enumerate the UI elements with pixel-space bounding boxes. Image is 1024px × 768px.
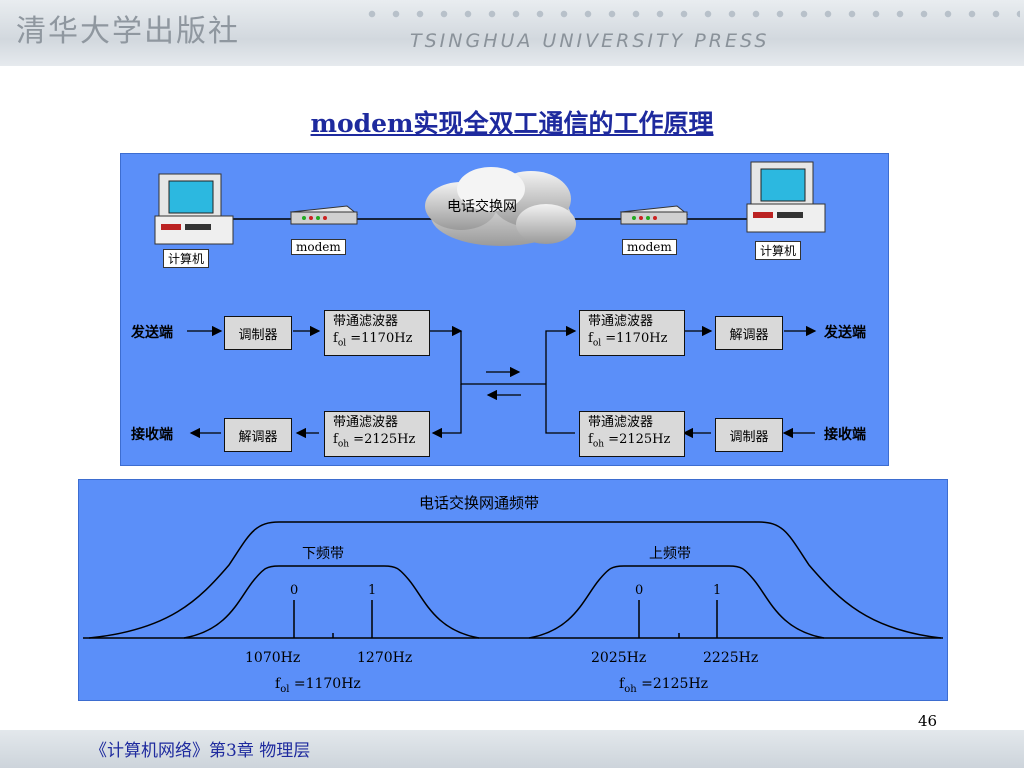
left-bandpass-filter-low: 带通滤波器 fol =1170Hz [324,310,430,356]
header-banner: 清华大学出版社 TSINGHUA UNIVERSITY PRESS [0,0,1024,66]
upper-bit0-label: 0 [635,583,644,598]
telephone-network-cloud-icon [425,167,576,246]
freq-1270-label: 1270Hz [357,650,413,666]
cloud-label: 电话交换网 [447,199,517,215]
right-demodulator-box: 解调器 [715,316,783,350]
page-number: 46 [918,712,938,730]
freq-2225-label: 2225Hz [703,650,759,666]
lower-band-label: 下频带 [302,546,344,562]
left-modem-icon [289,205,359,225]
network-diagram [154,161,826,439]
left-bandpass-filter-high: 带通滤波器 foh =2125Hz [324,411,430,457]
left-modem-label: modem [291,239,346,255]
fol-label: fol =1170Hz [275,676,361,695]
left-demodulator-box: 解调器 [224,418,292,452]
left-modulator-box: 调制器 [224,316,292,350]
publisher-name-en: TSINGHUA UNIVERSITY PRESS [410,30,770,52]
upper-band-curve [528,565,825,639]
frequency-band-panel: 电话交换网通频带 下频带 上频带 0 1 0 1 1070Hz 1270Hz 2… [78,479,948,701]
right-bandpass-filter-low: 带通滤波器 fol =1170Hz [579,310,685,356]
modem-diagram-panel: 计算机 计算机 modem modem 电话交换网 发送端 接收端 发送端 接收… [120,153,889,466]
decorative-dots [360,10,1020,18]
footer-text: 《计算机网络》第3章 物理层 [90,741,311,761]
lower-bit0-label: 0 [290,583,299,598]
foh-label: foh =2125Hz [619,676,709,695]
publisher-name-cn: 清华大学出版社 [16,14,240,49]
upper-band-label: 上频带 [649,546,691,562]
right-modem-label: modem [622,239,677,255]
footer-bar: 《计算机网络》第3章 物理层 [0,730,1024,768]
frequency-band-diagram [83,521,943,639]
upper-bit1-label: 1 [713,583,722,598]
right-computer-icon [746,161,826,233]
left-computer-label: 计算机 [163,249,210,268]
right-bandpass-filter-high: 带通滤波器 foh =2125Hz [579,411,685,457]
freq-2025-label: 2025Hz [591,650,647,666]
lower-band-curve [183,565,480,639]
freq-1070-label: 1070Hz [245,650,301,666]
lower-bit1-label: 1 [368,583,377,598]
right-receive-end-label: 接收端 [824,427,866,443]
right-modem-icon [619,205,689,225]
left-receive-end-label: 接收端 [131,427,173,443]
right-computer-label: 计算机 [755,241,802,260]
slide-title: modem实现全双工通信的工作原理 [310,109,714,138]
passband-envelope [88,521,942,639]
right-send-end-label: 发送端 [824,325,866,341]
right-modulator-box: 调制器 [715,418,783,452]
left-computer-icon [154,173,234,245]
band-title: 电话交换网通频带 [419,494,540,512]
left-send-end-label: 发送端 [131,325,173,341]
